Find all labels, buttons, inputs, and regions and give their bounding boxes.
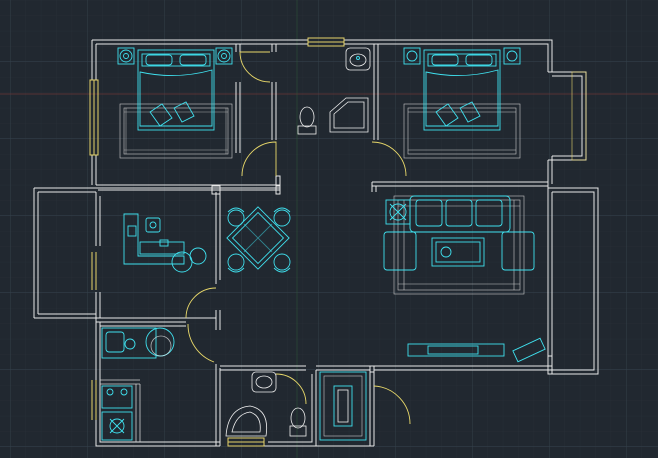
double-bed xyxy=(423,49,501,131)
stove xyxy=(101,385,133,409)
tv-cabinet xyxy=(407,343,505,357)
guest-bathroom xyxy=(225,371,307,437)
dining-chair xyxy=(227,209,245,227)
living-room xyxy=(383,195,546,363)
wash-basin xyxy=(251,371,277,393)
l-shaped-desk xyxy=(123,213,185,265)
master-bedroom xyxy=(117,47,233,159)
kitchen xyxy=(101,327,175,441)
counter-sink xyxy=(101,327,157,359)
toilet-tank xyxy=(289,425,307,437)
armchair-right xyxy=(501,231,535,271)
columns xyxy=(211,185,553,375)
doors-layer xyxy=(185,51,411,425)
office-chair xyxy=(145,217,161,233)
study-room xyxy=(123,213,207,273)
armchair xyxy=(171,251,193,273)
shower-tub xyxy=(225,405,268,437)
side-table xyxy=(385,199,411,225)
nightstand-lamp xyxy=(119,49,133,63)
corner-bathtub xyxy=(329,97,369,133)
coffee-table xyxy=(431,237,485,267)
double-bed xyxy=(137,49,215,131)
walls-layer xyxy=(33,39,599,447)
dining-set xyxy=(226,206,291,273)
toilet-tank xyxy=(297,125,317,135)
bathroom xyxy=(297,47,371,135)
entry-rug xyxy=(319,371,367,441)
entry-hall xyxy=(319,371,367,441)
second-bedroom xyxy=(403,47,521,159)
windows-layer xyxy=(89,37,587,447)
armchair-left xyxy=(383,231,417,271)
wash-basin xyxy=(345,47,371,71)
